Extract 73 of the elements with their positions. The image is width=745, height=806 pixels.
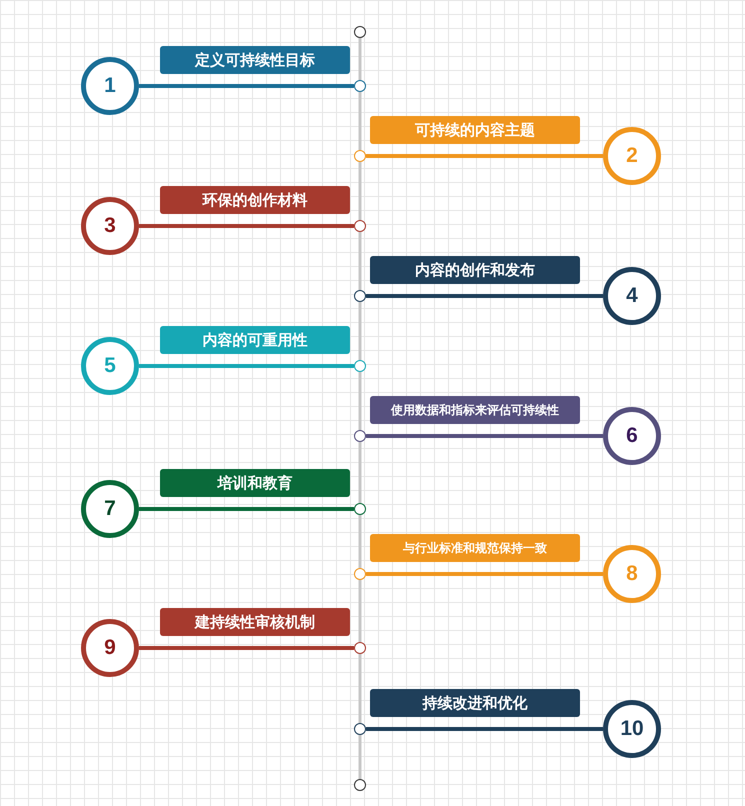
timeline-dot [354,503,366,515]
connector-line [366,154,603,158]
timeline-dot [354,430,366,442]
connector-line [139,364,354,368]
step-number: 4 [626,284,638,308]
step-number: 7 [104,497,116,521]
timeline-line [358,442,362,503]
step-title: 内容的创作和发布 [415,260,535,280]
number-circle [81,57,139,115]
step-number: 2 [626,144,638,168]
timeline-line [358,735,362,779]
step-title: 内容的可重用性 [202,330,308,350]
timeline-line [358,38,362,80]
step-label-bar [370,116,580,144]
step-label-bar [370,256,580,284]
timeline-dot [354,360,366,372]
timeline-line [358,232,362,290]
timeline-dot [354,779,366,791]
connector-line [366,294,603,298]
connector-line [139,224,354,228]
step-number: 1 [104,74,116,98]
timeline-line [358,92,362,150]
step-number: 3 [104,214,116,238]
step-label-bar [160,326,350,354]
timeline-line [358,372,362,430]
number-circle [81,480,139,538]
number-circle [603,127,661,185]
timeline-dot [354,290,366,302]
number-circle [603,267,661,325]
step-label-bar [370,534,580,562]
step-title: 定义可持续性目标 [195,50,315,70]
number-circle [81,619,139,677]
step-title: 环保的创作材料 [202,190,308,210]
step-title: 可持续的内容主题 [415,120,535,140]
number-circle [81,197,139,255]
timeline-dot [354,26,366,38]
step-label-bar [160,186,350,214]
connector-line [366,434,603,438]
step-title: 使用数据和指标来评估可持续性 [391,402,559,418]
connector-line [366,572,603,576]
number-circle [603,700,661,758]
connector-line [139,507,354,511]
number-circle [603,407,661,465]
number-circle [603,545,661,603]
timeline-line [358,654,362,723]
timeline-line [358,302,362,360]
step-title: 与行业标准和规范保持一致 [403,540,547,556]
timeline-line [358,515,362,568]
timeline-dot [354,568,366,580]
connector-line [139,84,354,88]
step-label-bar [160,469,350,497]
connector-line [366,727,603,731]
step-number: 9 [104,636,116,660]
step-number: 8 [626,562,638,586]
step-title: 培训和教育 [218,474,292,492]
timeline-dot [354,723,366,735]
timeline-dot [354,642,366,654]
step-number: 6 [626,424,638,448]
step-label-bar [370,689,580,717]
step-label-bar [160,46,350,74]
timeline-line [358,580,362,642]
step-number: 10 [620,717,644,741]
number-circle [81,337,139,395]
timeline-line [358,162,362,220]
step-number: 5 [104,354,116,378]
step-title: 建持续性审核机制 [195,612,315,632]
timeline-dot [354,150,366,162]
connector-line [139,646,354,650]
step-label-bar [160,608,350,636]
step-title: 持续改进和优化 [422,694,528,712]
timeline-dot [354,220,366,232]
timeline-dot [354,80,366,92]
step-label-bar [370,396,580,424]
